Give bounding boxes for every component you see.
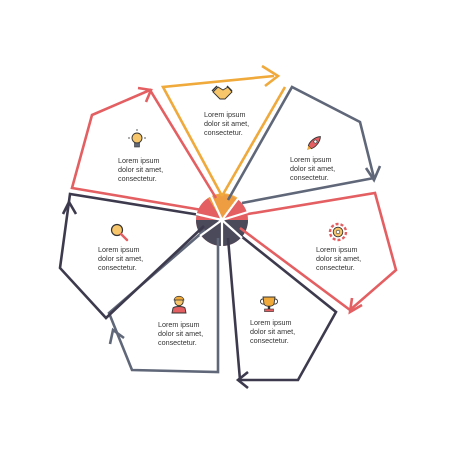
person-icon (171, 295, 187, 314)
segment-right-line-3: consectetur. (316, 263, 355, 272)
segment-bottom-left-text: Lorem ipsum dolor sit amet, consectetur. (158, 320, 205, 347)
segment-top-right-line-3: consectetur. (290, 173, 329, 182)
lightbulb-icon (128, 129, 146, 148)
segment-top-left-line-2: dolor sit amet, (118, 165, 163, 174)
segment-left-text: Lorem ipsum dolor sit amet, consectetur. (98, 245, 145, 272)
segment-right-line-2: dolor sit amet, (316, 254, 361, 263)
segment-bottom-right-arrow (235, 370, 249, 390)
segment-left-outline (58, 192, 205, 320)
trophy-icon (260, 296, 278, 312)
gear-icon (328, 222, 348, 242)
segment-bottom-left-line-3: consectetur. (158, 338, 197, 347)
segment-bottom-left-arrow (108, 327, 125, 345)
handshake-icon (211, 85, 233, 100)
segment-bottom-right-line-1: Lorem ipsum (250, 318, 292, 327)
segment-bottom-right: Lorem ipsum dolor sit amet, consectetur. (226, 230, 338, 390)
segment-top-right-arrow (364, 165, 382, 183)
segment-bottom-right-line-2: dolor sit amet, (250, 327, 295, 336)
segment-bottom-left-line-1: Lorem ipsum (158, 320, 200, 329)
segment-left-line-2: dolor sit amet, (98, 254, 143, 263)
search-icon (110, 223, 129, 242)
segment-right-arrow (348, 297, 363, 315)
segment-top-right-line-2: dolor sit amet, (290, 164, 335, 173)
segment-left-line-3: consectetur. (98, 263, 137, 272)
segment-top-line-2: dolor sit amet, (204, 119, 249, 128)
segment-top-arrow (261, 64, 281, 88)
segment-top-text: Lorem ipsum dolor sit amet, consectetur. (204, 110, 251, 137)
segment-right-text: Lorem ipsum dolor sit amet, consectetur. (316, 245, 363, 272)
segment-top-line-3: consectetur. (204, 128, 243, 137)
segment-right-outline (239, 191, 398, 312)
segment-left-line-1: Lorem ipsum (98, 245, 140, 254)
segment-top-right-outline (226, 85, 376, 205)
segment-bottom-right-line-3: consectetur. (250, 336, 289, 345)
rocket-icon (306, 136, 321, 151)
segment-top: Lorem ipsum dolor sit amet, consectetur. (160, 64, 287, 197)
segment-bottom-left-line-2: dolor sit amet, (158, 329, 203, 338)
segment-top-left-arrow (137, 86, 153, 103)
segment-right: Lorem ipsum dolor sit amet, consectetur. (239, 191, 398, 315)
segment-right-line-1: Lorem ipsum (316, 245, 358, 254)
segment-left: Lorem ipsum dolor sit amet, consectetur. (58, 192, 205, 320)
segment-left-arrow (61, 199, 78, 215)
segment-top-left-line-3: consectetur. (118, 174, 157, 183)
segment-top-right-line-1: Lorem ipsum (290, 155, 332, 164)
hub-dividers (195, 193, 249, 246)
segment-top-outline (160, 74, 287, 197)
segment-top-left: Lorem ipsum dolor sit amet, consectetur. (70, 86, 218, 212)
segment-bottom-right-text: Lorem ipsum dolor sit amet, consectetur. (250, 318, 297, 345)
segment-top-left-text: Lorem ipsum dolor sit amet, consectetur. (118, 156, 165, 183)
segment-top-line-1: Lorem ipsum (204, 110, 246, 119)
segment-top-left-line-1: Lorem ipsum (118, 156, 160, 165)
segment-top-right-text: Lorem ipsum dolor sit amet, consectetur. (290, 155, 337, 182)
segment-top-left-outline (70, 88, 218, 212)
segment-top-right: Lorem ipsum dolor sit amet, consectetur. (226, 85, 382, 205)
segment-bottom-right-outline (226, 230, 338, 382)
